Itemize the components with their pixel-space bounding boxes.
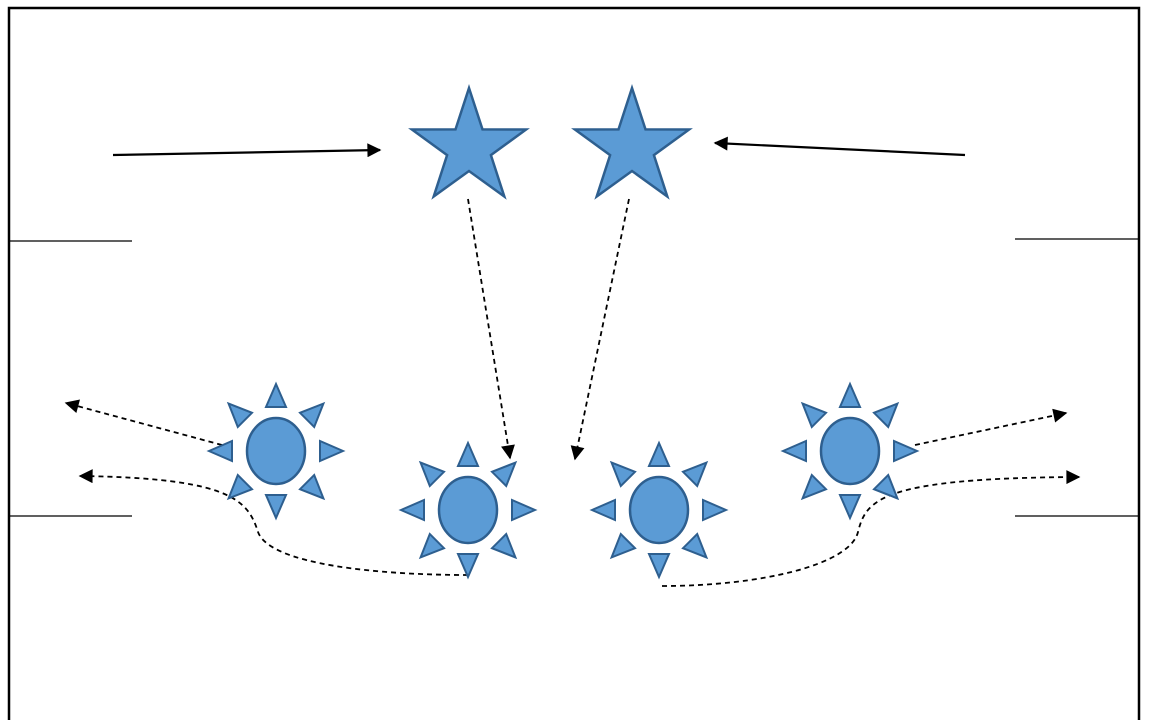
sun-outer-left-ray [298,401,326,429]
sun-outer-left-ray [298,473,326,501]
dashed-curve-inner-left-out [78,469,469,576]
sun-inner-left [398,440,538,580]
frame-border [7,6,1141,720]
dashed-arrow-outer-right-out [914,408,1068,446]
dashed-arrow-outer-left-out [64,399,223,446]
sun-outer-left-ray [264,494,288,521]
sun-outer-left [206,381,346,521]
sun-inner-right-ray [681,532,709,560]
sun-inner-right-ray [647,440,671,467]
sun-inner-right-ray [702,498,729,522]
sun-outer-left-core [245,416,307,486]
sun-inner-right-ray [609,460,637,488]
sun-inner-left-ray [418,460,446,488]
sun-inner-left-ray [511,498,538,522]
sun-outer-left-ray [264,381,288,408]
sun-outer-right-ray [838,494,862,521]
star-right-shape [571,83,693,200]
sun-outer-right-ray [872,401,900,429]
sun-outer-left-ray [226,401,254,429]
sun-inner-left-ray [456,440,480,467]
sun-outer-right-ray [800,401,828,429]
sun-outer-left-ray [226,473,254,501]
sun-inner-right-core [628,475,690,545]
sun-inner-left-ray [490,460,518,488]
sun-outer-right-ray [872,473,900,501]
sun-inner-left-ray [418,532,446,560]
sun-inner-right [589,440,729,580]
sun-inner-right-ray [681,460,709,488]
dashed-arrow-star-left-down [467,198,515,460]
sun-outer-right-ray [800,473,828,501]
sun-outer-right-ray [780,439,807,463]
sun-outer-right-ray [838,381,862,408]
stars-group [408,83,693,200]
sun-inner-right-ray [647,553,671,580]
sun-outer-right-core [819,416,881,486]
sun-inner-left-ray [490,532,518,560]
sun-inner-left-ray [456,553,480,580]
inflow-arrow-right [713,136,966,157]
sun-inner-left-ray [398,498,425,522]
sun-outer-left-ray [319,439,346,463]
dashed-arrow-star-right-down [570,198,630,461]
sun-outer-left-ray [206,439,233,463]
inflow-arrow-left [112,143,382,158]
sun-inner-right-ray [609,532,637,560]
star-left-shape [408,83,530,200]
dashed-curve-inner-right-out [661,470,1081,587]
suns-group [206,381,920,580]
sun-inner-right-ray [589,498,616,522]
sun-outer-right-ray [893,439,920,463]
sun-outer-right [780,381,920,521]
sun-inner-left-core [437,475,499,545]
